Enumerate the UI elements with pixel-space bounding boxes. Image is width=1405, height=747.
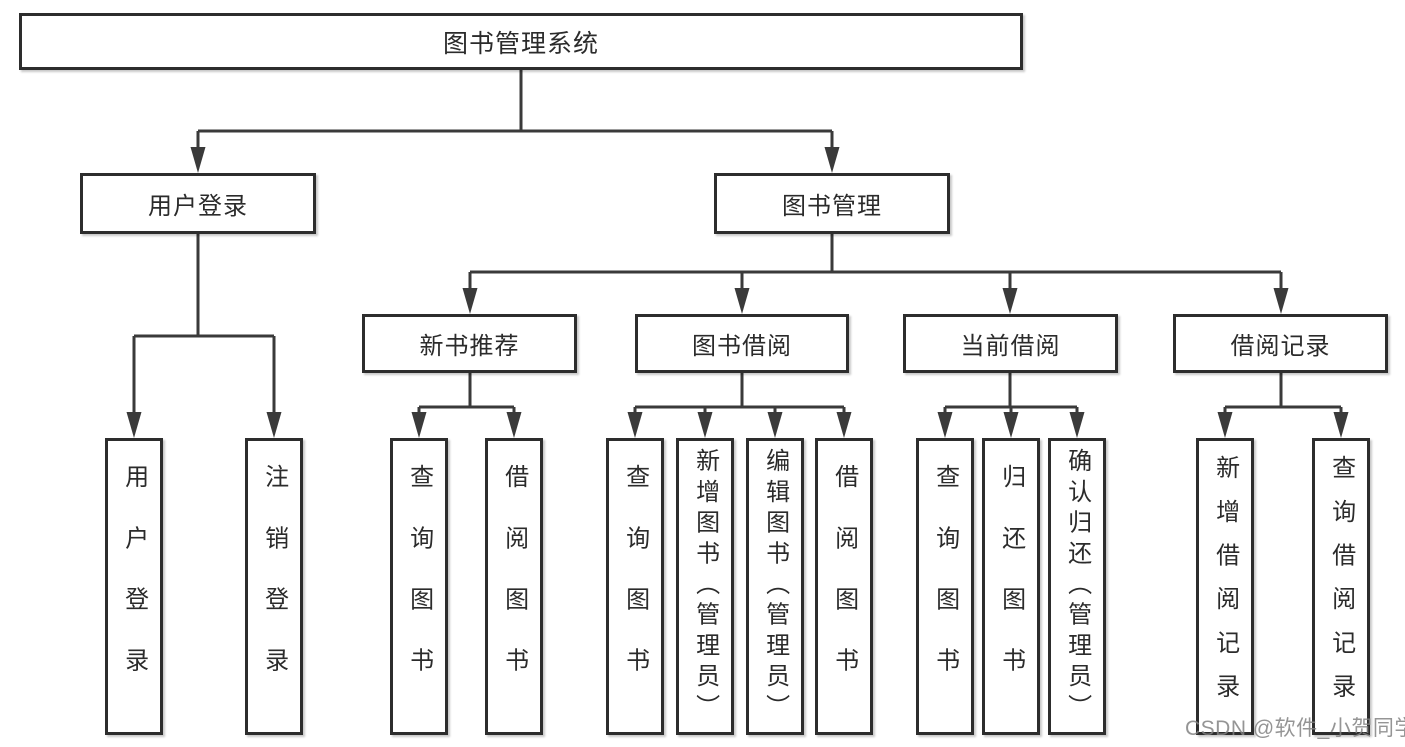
connector-book-management-to-level3	[462, 234, 1289, 314]
node-book-management-label: 图书管理	[782, 193, 882, 220]
leaf-add-book-admin-label: 新增图书（管理员）	[691, 448, 719, 725]
leaf-query-borrow-record-label: 查询借阅记录	[1327, 455, 1355, 718]
node-new-book-recommend-label: 新书推荐	[419, 333, 520, 360]
leaf-confirm-return-admin: 确认归还（管理员）	[1048, 438, 1106, 735]
connector-borrowing-records-to-leaves	[1217, 373, 1349, 438]
connector-current-borrowing-to-leaves	[937, 373, 1085, 438]
leaf-query-books-current: 查询图书	[916, 438, 974, 735]
node-root: 图书管理系统	[19, 13, 1023, 70]
leaf-logout-label: 注销登录	[260, 464, 288, 709]
leaf-query-books-recommend: 查询图书	[390, 438, 448, 735]
leaf-borrow-books-borrowing-label: 借阅图书	[830, 464, 858, 709]
node-book-management: 图书管理	[714, 173, 950, 234]
connector-book-borrowing-to-leaves	[627, 373, 852, 438]
leaf-user-login: 用户登录	[105, 438, 163, 735]
connector-root-to-level2	[190, 70, 840, 173]
watermark: CSDN @软件_小贺同学	[1185, 717, 1405, 740]
leaf-borrow-books-recommend-label: 借阅图书	[500, 464, 528, 709]
leaf-query-books-borrowing: 查询图书	[606, 438, 664, 735]
leaf-query-books-recommend-label: 查询图书	[405, 464, 433, 709]
leaf-add-borrow-record: 新增借阅记录	[1196, 438, 1254, 735]
leaf-confirm-return-admin-label: 确认归还（管理员）	[1063, 448, 1091, 725]
node-borrowing-records-label: 借阅记录	[1230, 333, 1331, 360]
leaf-query-borrow-record: 查询借阅记录	[1312, 438, 1370, 735]
node-user-login: 用户登录	[80, 173, 316, 234]
leaf-borrow-books-recommend: 借阅图书	[485, 438, 543, 735]
leaf-logout: 注销登录	[245, 438, 303, 735]
leaf-edit-book-admin-label: 编辑图书（管理员）	[761, 448, 789, 725]
leaf-borrow-books-borrowing: 借阅图书	[815, 438, 873, 735]
leaf-query-books-borrowing-label: 查询图书	[621, 464, 649, 709]
node-book-borrowing-label: 图书借阅	[692, 333, 792, 360]
connector-user-login-to-leaves	[126, 234, 282, 438]
connector-new-book-recommend-to-leaves	[411, 373, 522, 438]
node-new-book-recommend: 新书推荐	[362, 314, 577, 373]
node-root-label: 图书管理系统	[442, 29, 599, 58]
leaf-query-books-current-label: 查询图书	[931, 464, 959, 709]
leaf-add-book-admin: 新增图书（管理员）	[676, 438, 734, 735]
leaf-return-books-label: 归还图书	[997, 464, 1025, 709]
node-user-login-label: 用户登录	[148, 193, 248, 220]
leaf-return-books: 归还图书	[982, 438, 1040, 735]
node-current-borrowing-label: 当前借阅	[960, 333, 1061, 360]
leaf-user-login-label: 用户登录	[120, 464, 148, 709]
node-borrowing-records: 借阅记录	[1173, 314, 1388, 373]
node-current-borrowing: 当前借阅	[903, 314, 1118, 373]
node-book-borrowing: 图书借阅	[635, 314, 849, 373]
leaf-add-borrow-record-label: 新增借阅记录	[1211, 455, 1239, 718]
leaf-edit-book-admin: 编辑图书（管理员）	[746, 438, 804, 735]
